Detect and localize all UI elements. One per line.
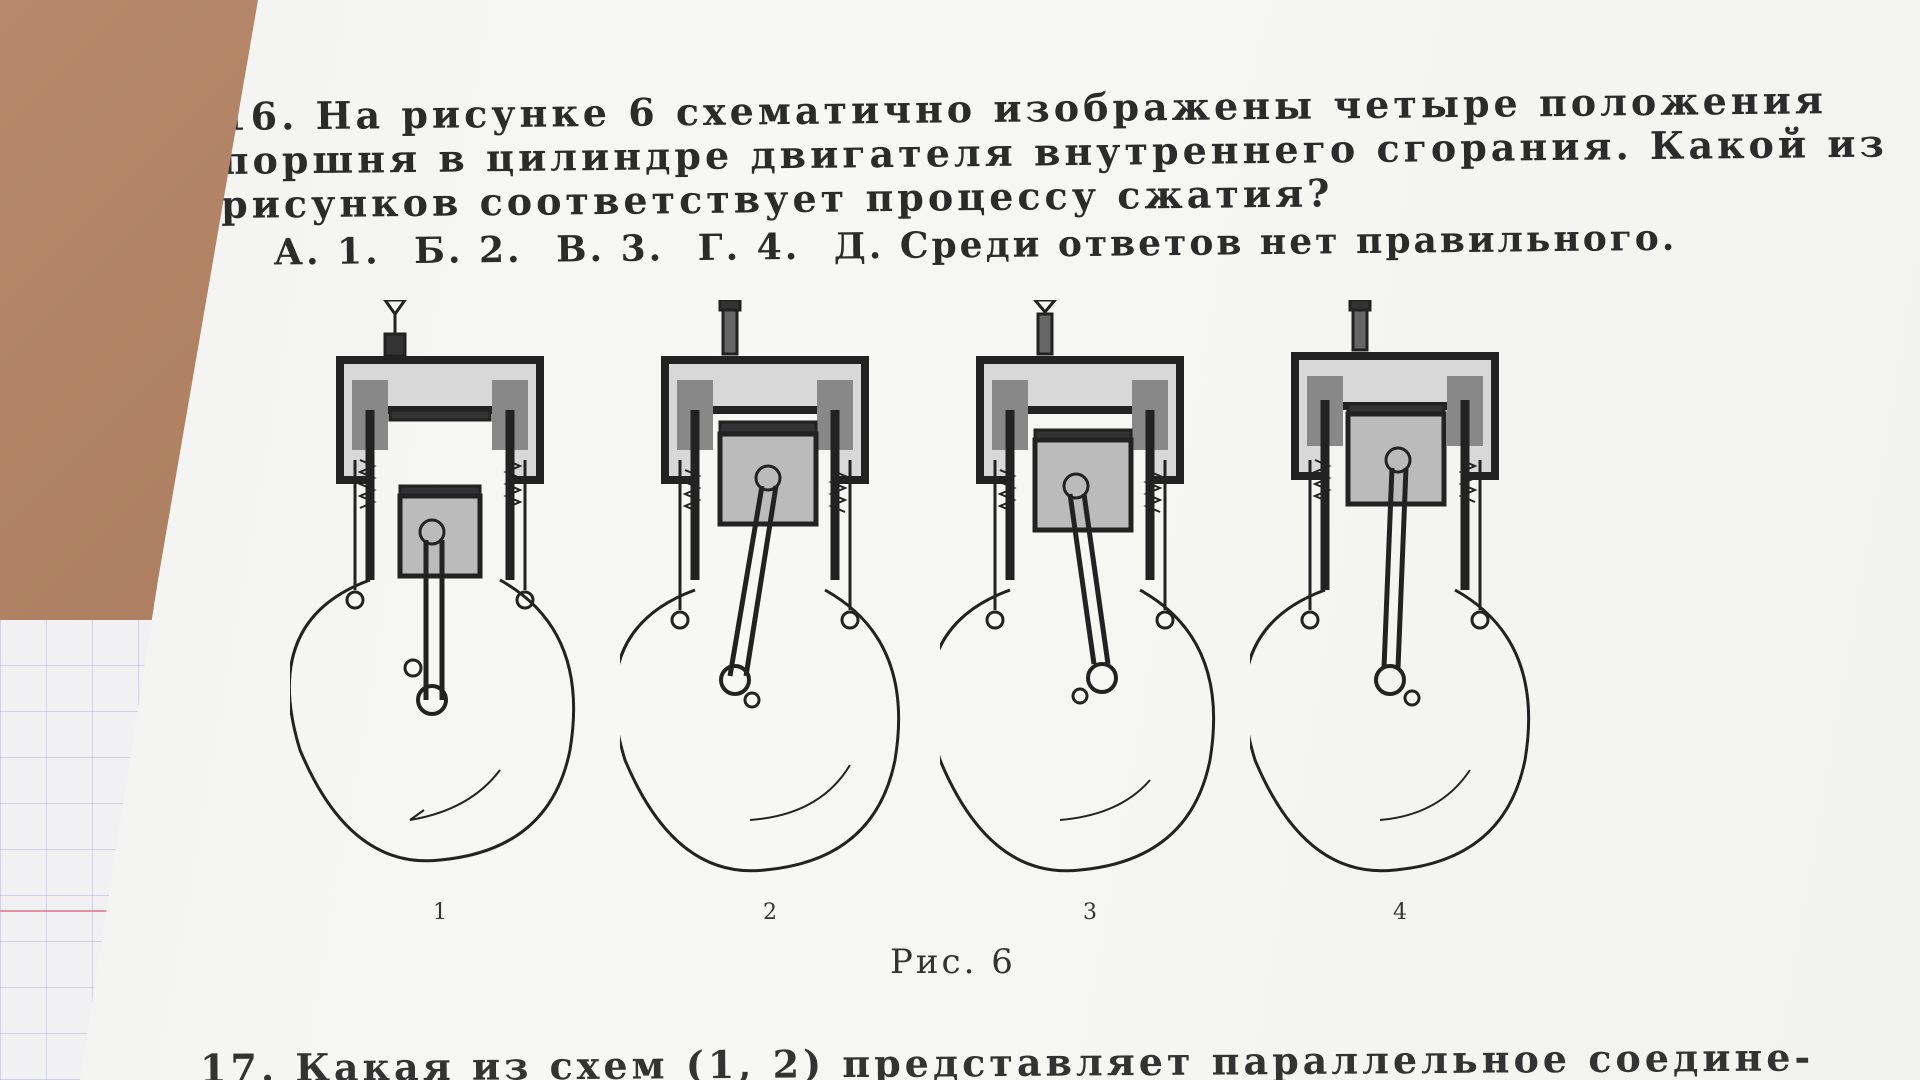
answer-b: Б. 2. <box>413 228 523 272</box>
figure-6: 1 <box>290 300 1580 1000</box>
engine-2-drawing <box>620 300 901 873</box>
figure-caption: Рис. 6 <box>890 942 1016 982</box>
engine-label-3: 3 <box>1083 900 1097 925</box>
engine-4-drawing <box>1250 300 1531 873</box>
engine-diagram-1 <box>290 300 576 863</box>
engine-diagram-3 <box>940 300 1216 873</box>
question-16: 16. На рисунке 6 схематично изображены ч… <box>220 77 1888 279</box>
engine-diagram-4 <box>1250 300 1531 873</box>
engine-label-1: 1 <box>433 900 447 925</box>
answer-e: Д. Среди ответов нет правильного. <box>833 216 1678 268</box>
engine-label-2: 2 <box>763 900 777 925</box>
question-17-partial: 17. Какая из схем (1, 2) представляет па… <box>199 1034 1815 1080</box>
engine-1-drawing <box>290 300 576 863</box>
answer-d: Г. 4. <box>697 225 801 270</box>
answer-c: В. 3. <box>555 227 665 271</box>
engine-diagram-2 <box>620 300 901 873</box>
answer-a: А. 1. <box>273 230 381 274</box>
engine-3-drawing <box>940 300 1216 873</box>
engine-label-4: 4 <box>1393 900 1407 925</box>
